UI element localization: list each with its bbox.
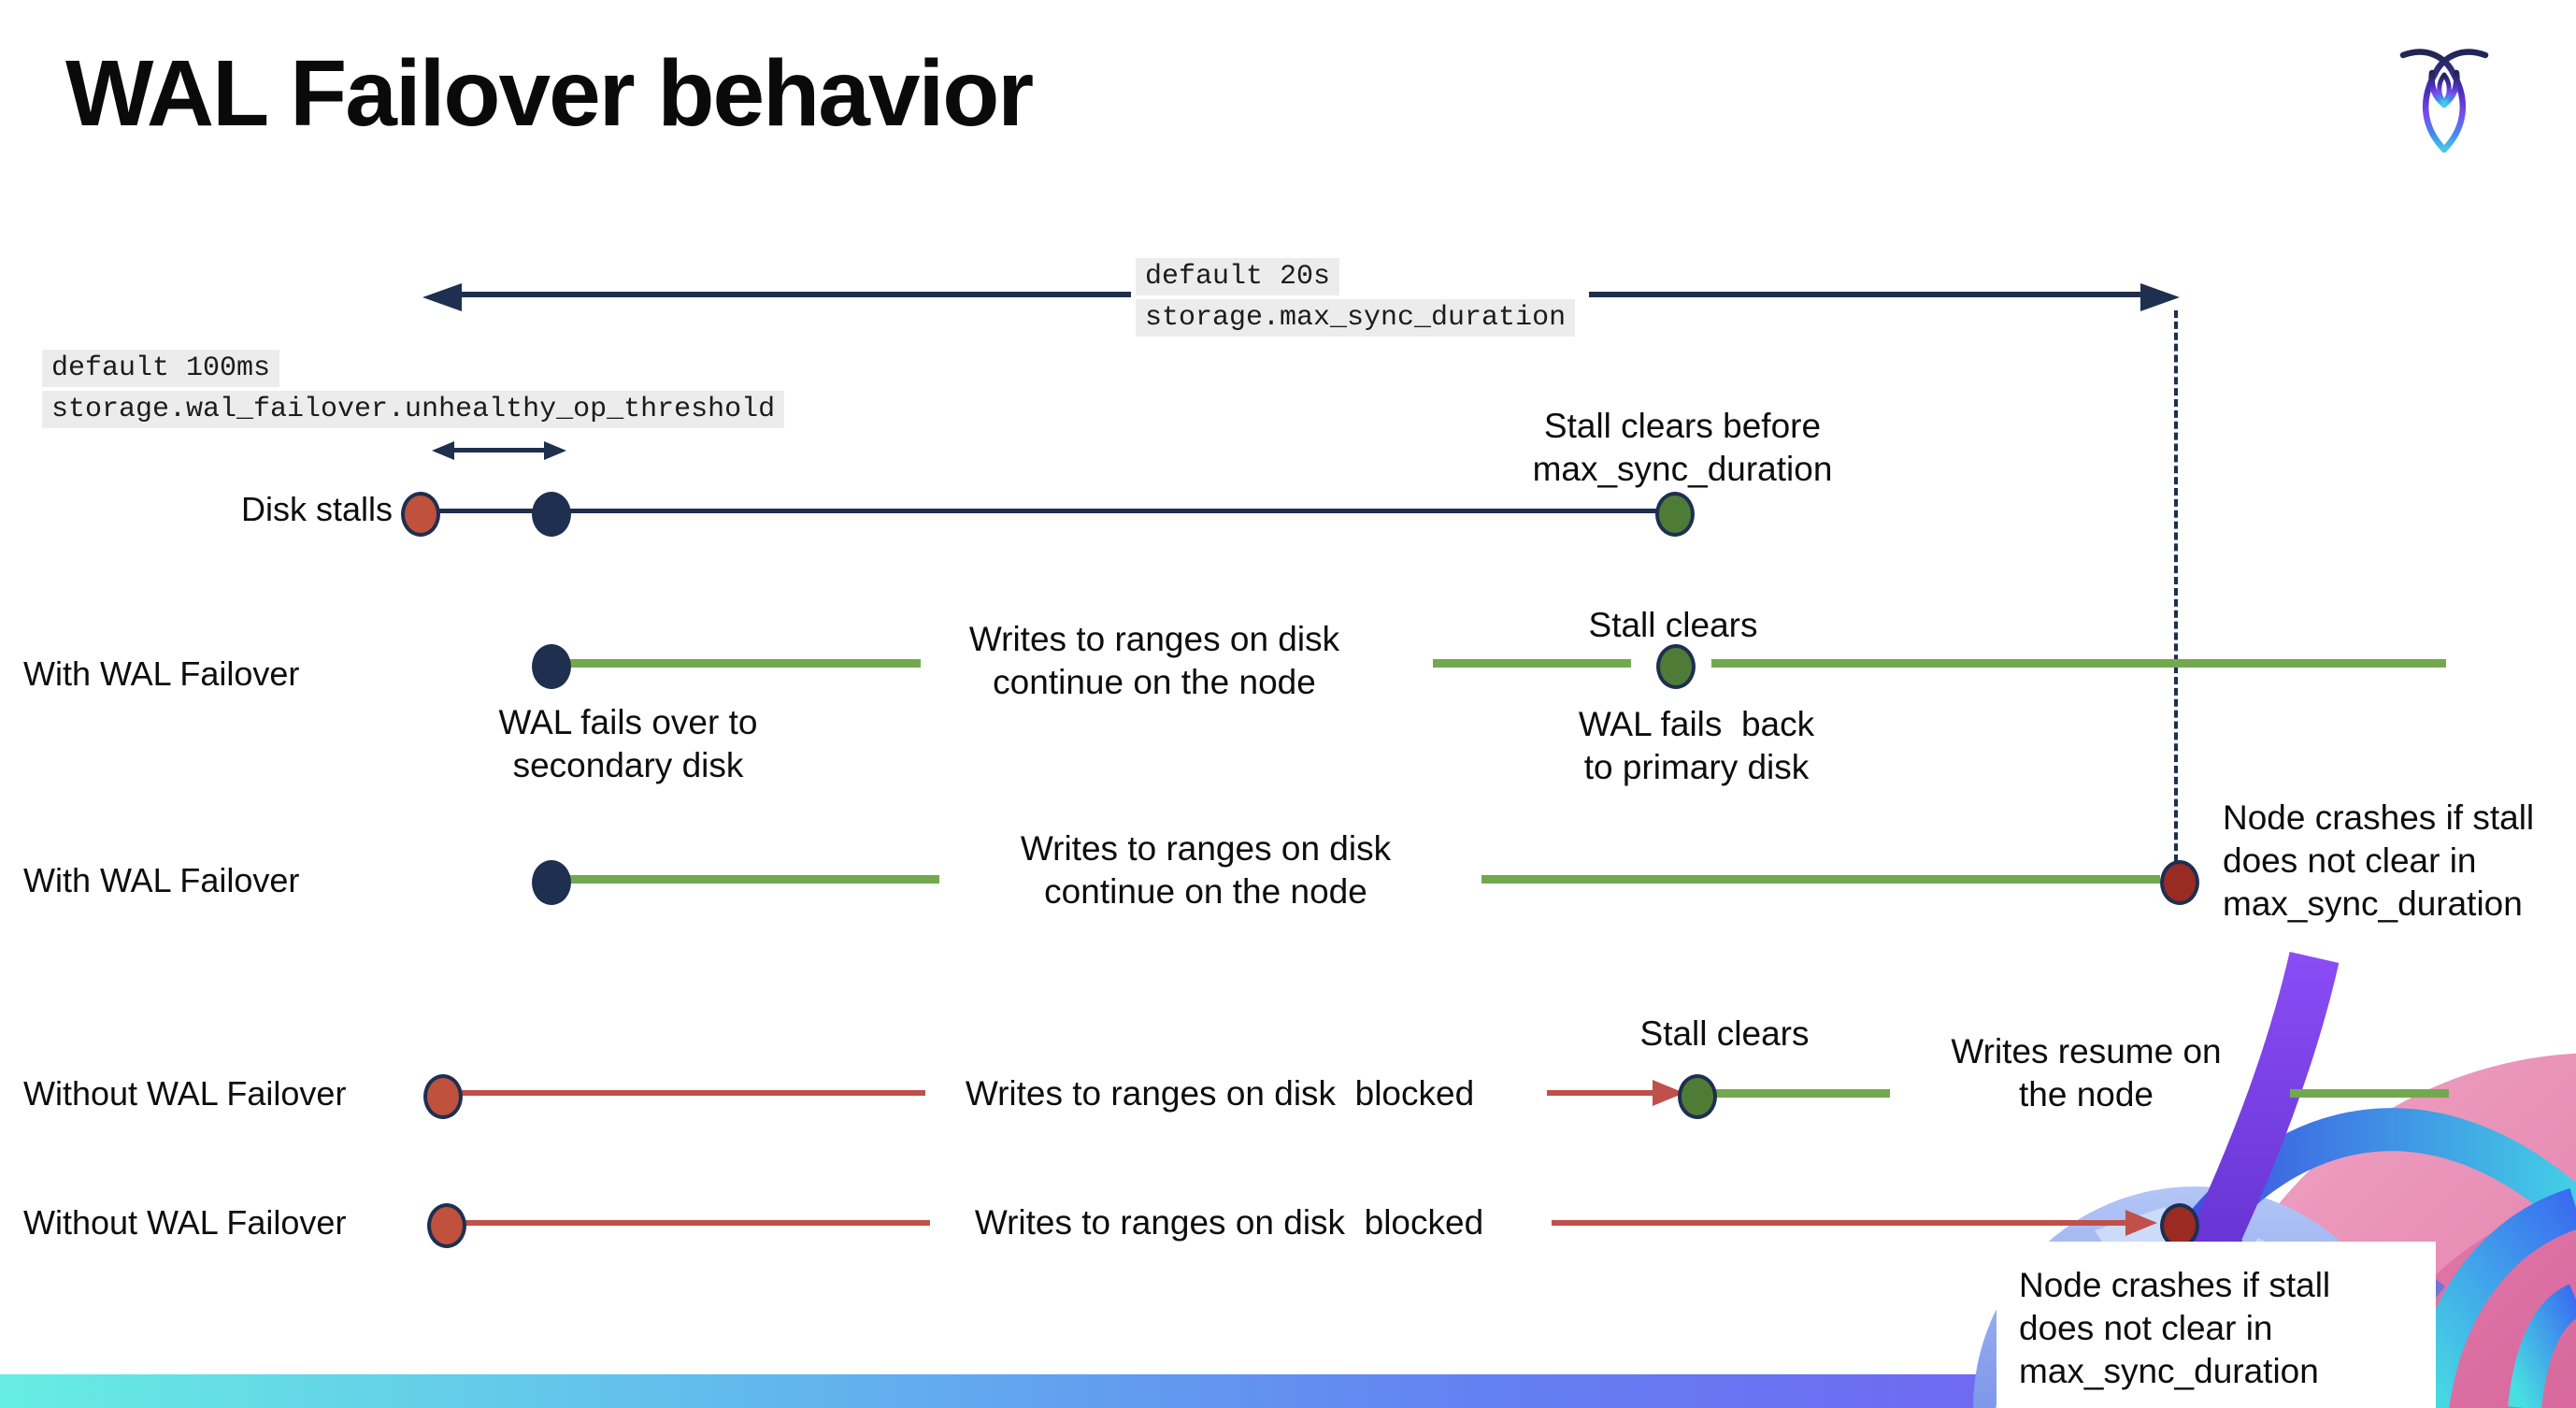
row-label-without-wal-failover-1: Without WAL Failover — [23, 1074, 347, 1113]
writes-continue-note-2: Writes to ranges on disk continue on the… — [1020, 829, 1392, 911]
failover-start-dot — [532, 644, 571, 689]
threshold-default-callout: default 100ms — [42, 350, 280, 387]
max-sync-arrow-left-head — [422, 283, 462, 311]
row-label-with-wal-failover-1: With WAL Failover — [23, 654, 300, 693]
stall-clears-dot-3 — [1678, 1074, 1717, 1119]
row-label-without-wal-failover-2: Without WAL Failover — [23, 1203, 347, 1242]
writes-resume-line-b — [2290, 1089, 2449, 1098]
writes-blocked-note-2: Writes to ranges on disk blocked — [974, 1203, 1484, 1242]
writes-blocked-line-2b — [1552, 1220, 2127, 1226]
blocked-arrow-head-2 — [2125, 1210, 2157, 1236]
writes-blocked-note: Writes to ranges on disk blocked — [965, 1074, 1475, 1113]
writes-resume-note: Writes resume on the node — [1951, 1032, 2222, 1113]
stall-start-dot-3 — [423, 1074, 463, 1119]
max-sync-deadline-dashed-line — [2174, 310, 2178, 862]
writes-blocked-line-a — [457, 1090, 925, 1096]
max-sync-arrow-line-left — [456, 292, 1131, 297]
stall-clears-dot — [1655, 492, 1695, 537]
writes-continue-line-2b — [1481, 875, 2160, 884]
threshold-setting-callout: storage.wal_failover.unhealthy_op_thresh… — [42, 391, 785, 428]
stall-clears-note-2: Stall clears — [1588, 606, 1758, 644]
disk-stall-timeline — [417, 509, 1672, 513]
threshold-arrow-right-head — [544, 441, 566, 460]
max-sync-default-callout: default 20s — [1136, 258, 1340, 295]
writes-blocked-line-b — [1547, 1090, 1654, 1096]
max-sync-arrow-right-head — [2140, 283, 2180, 311]
writes-continue-line-b — [1433, 659, 1631, 668]
stall-clears-note-3: Stall clears — [1639, 1014, 1810, 1053]
threshold-arrow-line — [452, 448, 546, 453]
node-crash-dot — [2160, 860, 2199, 905]
page-title: WAL Failover behavior — [65, 41, 1034, 146]
node-crash-note-2: Node crashes if stall does not clear in … — [2019, 1266, 2331, 1390]
row-label-disk-stalls: Disk stalls — [240, 490, 393, 528]
threshold-arrow-left-head — [432, 441, 454, 460]
failover-secondary-note: WAL fails over to secondary disk — [498, 703, 758, 784]
node-crash-note: Node crashes if stall does not clear in … — [2223, 798, 2535, 923]
writes-blocked-line-2a — [461, 1220, 930, 1226]
cockroachdb-logo-icon — [2395, 43, 2494, 159]
failback-primary-note: WAL fails back to primary disk — [1578, 705, 1815, 786]
writes-continue-line-c — [1711, 659, 2446, 668]
writes-resume-line-a — [1714, 1089, 1890, 1098]
max-sync-arrow-line-right — [1589, 292, 2140, 297]
node-crash-dot-2 — [2160, 1203, 2199, 1248]
stall-clears-before-note: Stall clears before max_sync_duration — [1532, 407, 1833, 488]
writes-continue-note: Writes to ranges on disk continue on the… — [968, 620, 1340, 701]
row-label-with-wal-failover-2: With WAL Failover — [23, 861, 300, 899]
failover-threshold-dot — [532, 492, 571, 537]
writes-continue-line-a — [563, 659, 921, 668]
node-crash-callout-box: Node crashes if stall does not clear in … — [1996, 1242, 2436, 1408]
failover-start-dot-2 — [532, 860, 571, 905]
writes-continue-line-2a — [563, 875, 939, 884]
stall-start-dot-4 — [427, 1203, 466, 1248]
stall-clears-dot-2 — [1656, 644, 1696, 689]
disk-stall-start-dot — [401, 492, 440, 537]
max-sync-setting-callout: storage.max_sync_duration — [1136, 299, 1576, 337]
